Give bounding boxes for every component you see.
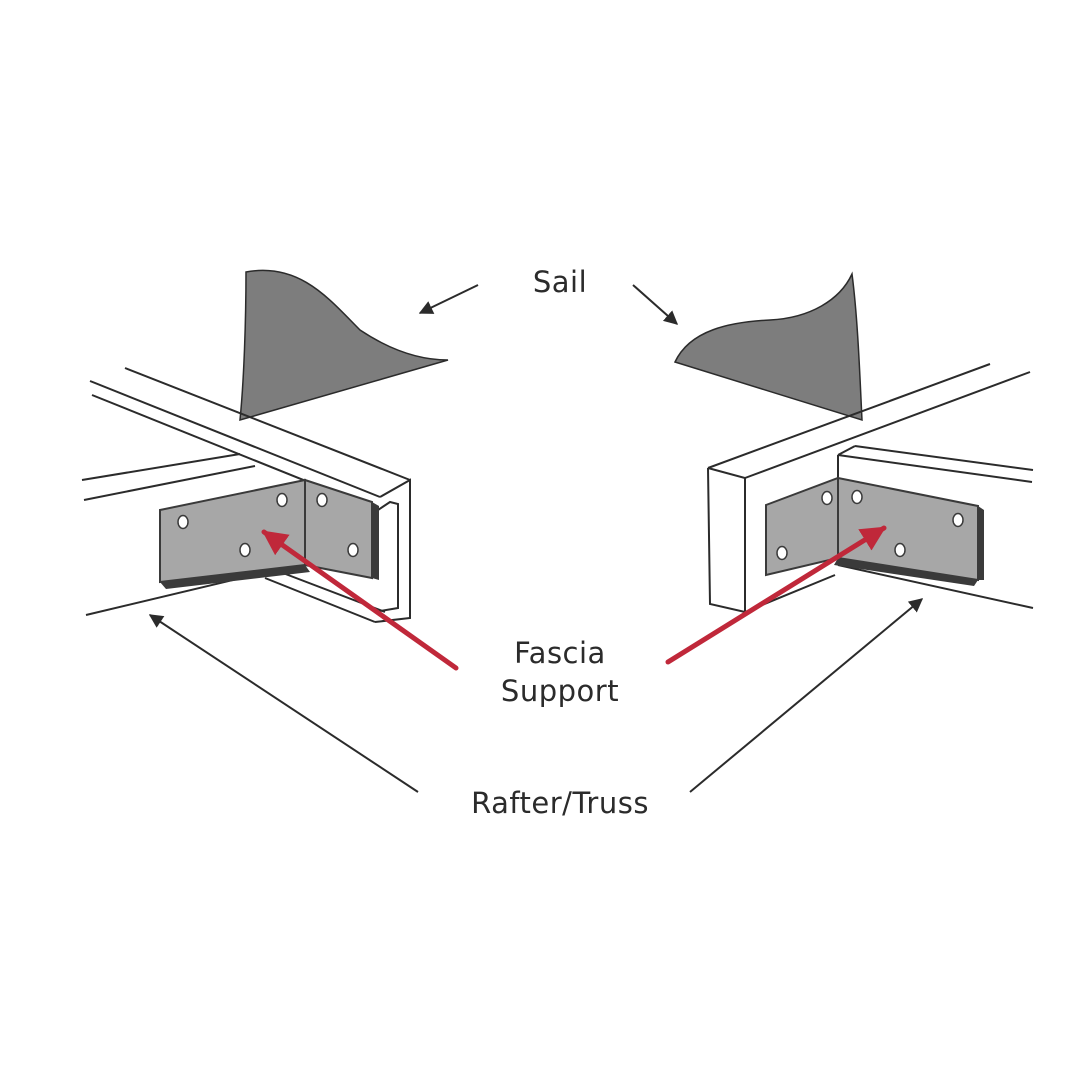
fascia-arrow-right	[665, 525, 887, 665]
rafter-truss-label: Rafter/Truss	[440, 784, 680, 822]
right-assembly	[673, 271, 1034, 614]
rafter-arrow-left	[148, 614, 419, 793]
rafter-arrow-right	[689, 598, 924, 793]
sail-arrow-left	[418, 284, 479, 314]
left-sail	[239, 269, 449, 422]
sail-label-text: Sail	[532, 265, 588, 299]
rafter-label-text: Rafter/Truss	[471, 786, 649, 820]
left-bracket	[159, 478, 379, 589]
fascia-label-line2: Support	[500, 674, 620, 708]
fascia-label-line1: Fascia	[514, 636, 606, 670]
callout-arrows	[148, 284, 924, 793]
right-bracket	[765, 476, 984, 586]
left-assembly	[81, 269, 449, 623]
sail-arrow-right	[632, 284, 679, 325]
fascia-support-label: Fascia Support	[470, 634, 650, 710]
right-sail	[673, 271, 863, 422]
sail-label: Sail	[500, 263, 620, 301]
fascia-arrow-left	[261, 529, 459, 671]
